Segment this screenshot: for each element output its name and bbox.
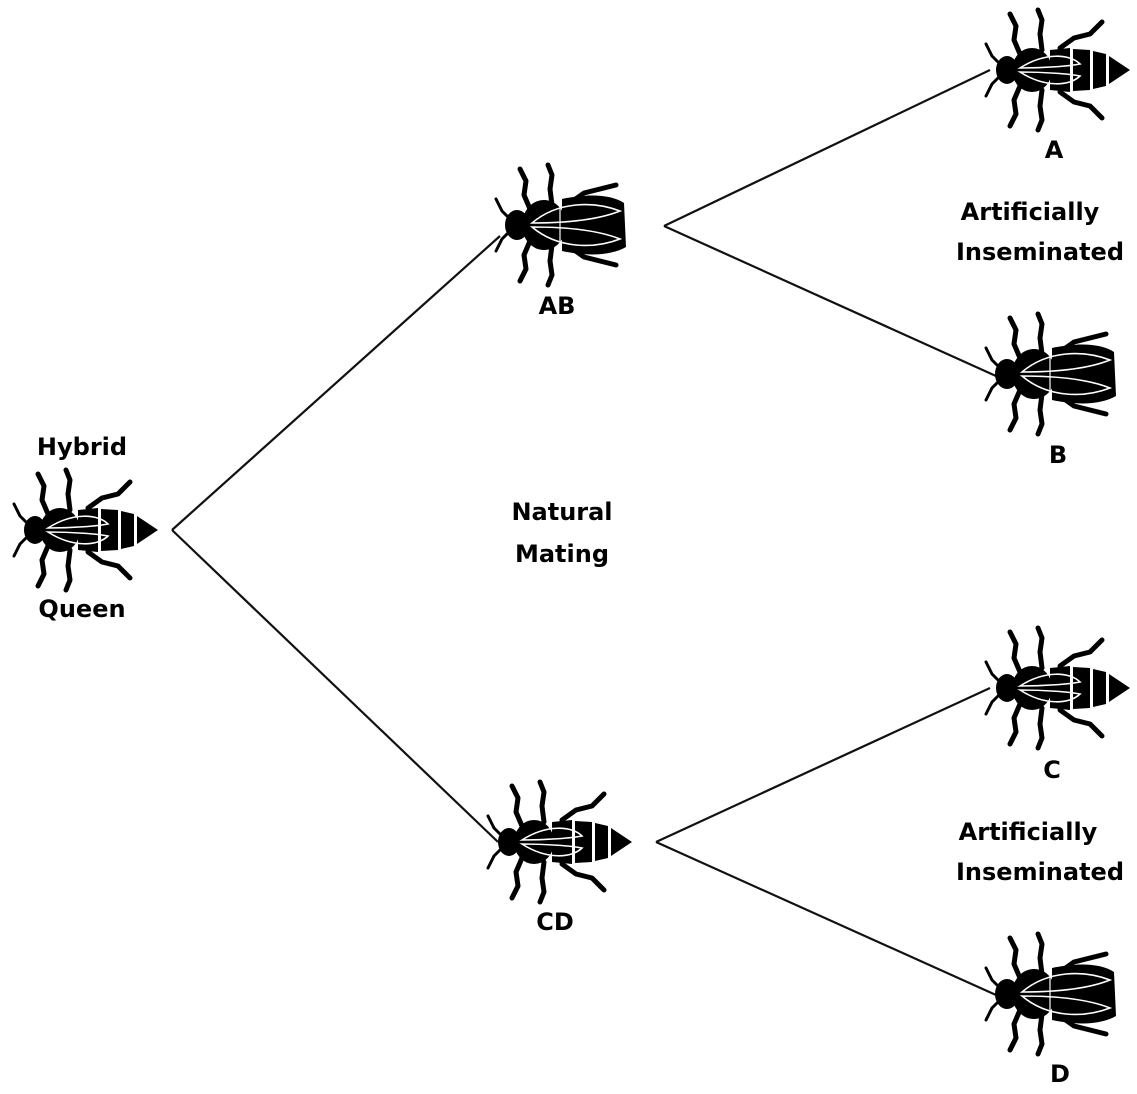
label-natural: Natural: [511, 498, 612, 526]
label-c: C: [1043, 756, 1061, 784]
label-a: A: [1045, 136, 1064, 164]
label-mating: Mating: [515, 540, 609, 568]
d-bee-icon: [986, 934, 1116, 1054]
edge-ab-to-b: [663, 224, 997, 378]
label-ai-top-line1: Artificially: [961, 198, 1100, 226]
b-bee-icon: [986, 314, 1116, 434]
label-hybrid: Hybrid: [37, 433, 127, 461]
label-queen: Queen: [38, 595, 125, 623]
c-bee-icon: [986, 628, 1130, 748]
edge-cd-to-c: [655, 687, 991, 843]
edge-ab-to-a: [663, 69, 991, 227]
a-bee-icon: [986, 10, 1130, 130]
edge-hybrid-to-ab: [171, 235, 501, 531]
label-b: B: [1049, 441, 1067, 469]
label-ai-bottom-line1: Artificially: [959, 818, 1098, 846]
label-ab: AB: [539, 292, 576, 320]
ab-bee-icon: [496, 165, 626, 285]
label-cd: CD: [536, 908, 574, 936]
cd-bee-icon: [488, 782, 632, 902]
label-d: D: [1050, 1060, 1070, 1088]
hybrid-queen-bee-icon: [14, 470, 158, 590]
label-ai-bottom-line2: Inseminated: [956, 858, 1124, 886]
edge-cd-to-d: [655, 840, 997, 997]
edge-hybrid-to-cd: [171, 529, 499, 843]
label-ai-top-line2: Inseminated: [956, 238, 1124, 266]
